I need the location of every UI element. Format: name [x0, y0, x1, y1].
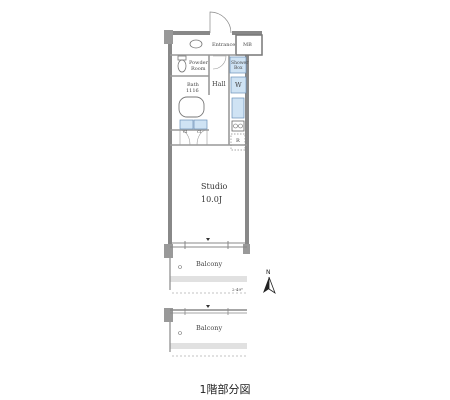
label-shower-2: Box	[234, 66, 243, 71]
north-label: N	[266, 269, 271, 276]
closet-right-box	[193, 119, 208, 130]
lower-window-marker	[206, 305, 210, 308]
kitchen-sink	[231, 97, 245, 119]
corner-post-lower-balcony	[164, 308, 173, 322]
label-washer: W	[235, 81, 242, 89]
upper-balcony	[169, 258, 247, 294]
label-entrance: Entrance	[212, 42, 236, 48]
label-hall: Hall	[212, 80, 226, 88]
upper-dimension-note: 2-49°	[232, 287, 243, 292]
corner-post-bottom-left	[164, 244, 173, 258]
washbasin	[189, 39, 203, 49]
label-balcony-upper: Balcony	[196, 260, 223, 268]
shower-box	[229, 56, 247, 74]
label-mb: MB	[243, 42, 252, 48]
label-balcony-lower: Balcony	[196, 324, 223, 332]
mb-box	[235, 34, 263, 56]
toilet	[177, 59, 187, 73]
label-powder-2: Room	[191, 66, 206, 72]
label-powder-1: Powder	[189, 60, 209, 66]
interior-partitions	[170, 54, 247, 146]
lower-balcony	[169, 308, 247, 357]
label-shower-1: Shower	[231, 61, 249, 66]
bathtub	[178, 96, 205, 118]
hall-door-swing	[212, 55, 227, 70]
label-studio: Studio	[201, 182, 228, 191]
north-arrow-icon	[263, 276, 276, 295]
stove	[231, 120, 245, 132]
corner-post-bottom-right	[243, 244, 250, 254]
toilet-tank	[177, 55, 187, 61]
washer-box	[230, 76, 247, 94]
closet-left-box	[179, 119, 194, 130]
label-closet-right: Cl	[197, 129, 202, 134]
entrance-door-swing	[209, 11, 232, 34]
corner-post-top-left	[164, 30, 173, 44]
floor-caption: 1階部分図	[199, 383, 251, 396]
closet-door-swing-left	[179, 129, 191, 146]
label-fridge: R	[236, 138, 240, 144]
exterior-walls	[168, 31, 262, 245]
label-closet-left: Cl	[183, 129, 188, 134]
upper-window-marker	[206, 238, 210, 241]
label-studio-size: 10.0J	[201, 195, 223, 204]
fridge-space	[230, 133, 246, 151]
studio-window	[170, 241, 247, 249]
closet-door-swing-right	[196, 129, 208, 146]
label-bath: Bath	[187, 82, 199, 88]
label-bath-size: 1116	[186, 88, 199, 94]
